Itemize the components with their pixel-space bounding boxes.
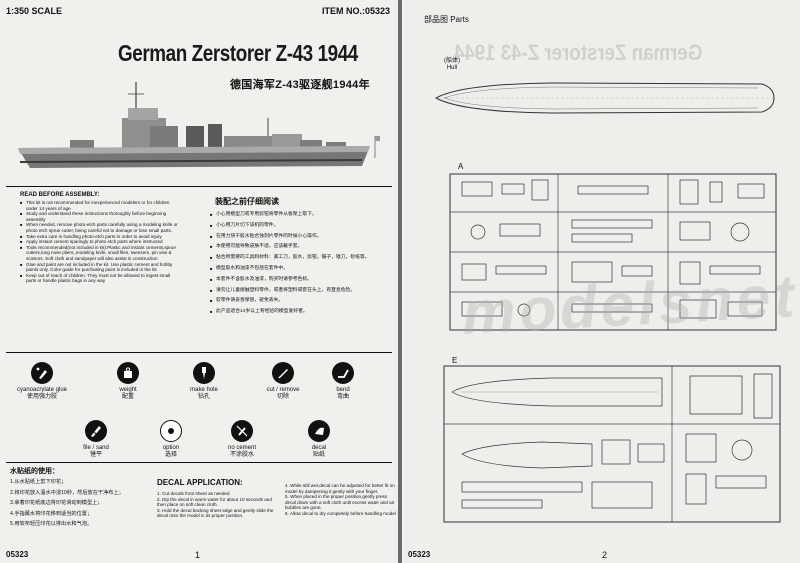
file-icon [85, 420, 107, 442]
divider-bottom [6, 462, 392, 463]
legend-label: decal [311, 445, 327, 451]
decal-step: 1. Cut decals from sheet as needed [157, 491, 230, 496]
read-before-heading: READ BEFORE ASSEMBLY: [20, 192, 100, 198]
sprue-a-drawing [449, 173, 777, 331]
divider-top [6, 186, 392, 187]
legend-label-cn: 锉平 [89, 452, 102, 458]
decal-step-cn: 2.将印花放入温水中浸10秒，然后放在干净布上； [10, 489, 124, 496]
glue-icon [31, 362, 53, 384]
hull-label-en: Hull [446, 65, 458, 71]
sprue-e-drawing [443, 365, 781, 523]
decal-heading-cn: 水贴纸的使用： [10, 468, 59, 475]
decal-step-cn: 1.从水贴纸上剪下印花； [10, 479, 67, 485]
legend-label: weight [119, 387, 137, 393]
divider-mid [6, 352, 392, 353]
note-cn: 模型胶水和油漆不包括在套件中。 [210, 264, 370, 275]
footer-item-code: 05323 [408, 550, 431, 559]
drill-icon [193, 362, 215, 384]
kit-title-cn: 德国海军Z-43驱逐舰1944年 [230, 79, 370, 91]
note-en: This kit is not recommended for inexperi… [20, 200, 180, 211]
hull-label: (船体) Hull [444, 58, 460, 72]
note-cn: 粘合所需要的工具和材料：美工刀，胶水，剪钳，镊子，锉刀，砂纸等。 [210, 253, 370, 264]
legend-glue: cyanoacrylate glue 使用强力胶 [2, 362, 82, 401]
legend-label: cut / remove [266, 387, 300, 393]
page-number: 2 [602, 550, 608, 560]
sprue-a-label: A [458, 162, 464, 171]
knife-icon [272, 362, 294, 384]
note-en: Glue and paint are not included in the k… [20, 262, 180, 273]
instruction-page-2: 部品图 Parts German Zerstorer Z-43 1944 (船体… [402, 0, 800, 563]
note-en: Apply instant cement sparingly to photo … [20, 239, 180, 245]
note-en: When needed, remove photo-etch parts car… [20, 222, 180, 233]
legend-label-cn: 配重 [121, 394, 134, 400]
decal-steps-continued: 4. While still wet,decal can be adjusted… [285, 483, 397, 517]
legend-weight: weight 配重 [88, 362, 168, 401]
legend-cut: cut / remove 切除 [243, 362, 323, 401]
weight-icon [117, 362, 139, 384]
legend-label-cn: 钻孔 [197, 394, 210, 400]
note-cn: 本套件不含胶水及油漆，购买时请参考色标。 [210, 275, 370, 286]
legend-no-cement: no cement 不涂胶水 [202, 420, 282, 459]
note-cn: 此产品适合14岁以上有经验的模型爱好者。 [210, 307, 370, 318]
note-cn: 小心用刀片切下该机的零件。 [210, 221, 370, 232]
decal-step: 4. While still wet,decal can be adjusted… [285, 483, 395, 494]
note-en: Study and understand these instructions … [20, 211, 180, 222]
decal-step: 6. Allow decal to dry completely before … [285, 510, 396, 516]
hull-label-cn: (船体) [444, 58, 460, 64]
legend-label-cn: 贴纸 [312, 452, 325, 458]
decal-step-cn: 4.手指蘸水将印花移到适当的位置； [10, 510, 93, 517]
decal-step: 3. Hold the decal backing sheet edge and… [157, 507, 274, 519]
legend-make-hole: make hole 钻孔 [164, 362, 244, 401]
hull-part-drawing [434, 82, 775, 114]
decal-heading: DECAL APPLICATION: [157, 478, 243, 487]
note-cn: 本使用可能导致皮肤不适，应该戴手套。 [210, 242, 370, 253]
legend-label-cn: 使用强力胶 [26, 394, 57, 400]
footer-item-code: 05323 [6, 550, 29, 559]
note-cn: 请勿让儿童接触塑料零件，或者将塑料袋套在头上，有窒息危险。 [210, 286, 370, 297]
legend-bend: bend 弯曲 [303, 362, 383, 401]
read-before-heading-cn: 装配之前仔细阅读 [215, 197, 279, 206]
bleed-through-title: German Zerstorer Z-43 1944 [453, 40, 703, 65]
legend-label: no cement [227, 445, 257, 451]
legend-label: cyanoacrylate glue [16, 387, 68, 393]
decal-step-cn: 5.用软布轻压印花以排出水和气泡。 [10, 521, 93, 527]
ship-illustration [18, 82, 380, 168]
legend-decal: decal 贴纸 [279, 420, 359, 459]
item-number: ITEM NO.:05323 [321, 6, 390, 16]
note-en: Take extra care in handling photo-etch p… [20, 234, 180, 240]
note-en: Tools recommended(not included in kit):P… [20, 245, 180, 262]
note-cn: 在用力快干胶水粘合蚀刻片零件的时候小心操作。 [210, 232, 370, 243]
scale-label: 1:350 SCALE [6, 6, 63, 16]
bend-icon [332, 362, 354, 384]
decal-step: 5. When placed in the proper position,ge… [285, 494, 395, 511]
no-cement-icon [231, 420, 253, 442]
note-cn: 小心用模型刀或专用剪钳将零件从板架上取下。 [210, 210, 370, 221]
decal-step: 2. Dip the decal in warm water for about… [157, 496, 272, 508]
instruction-page-1: 1:350 SCALE ITEM NO.:05323 German Zersto… [0, 0, 398, 563]
kit-title: German Zerstorer Z-43 1944 [118, 40, 358, 66]
assembly-notes-en: This kit is not recommended for inexperi… [20, 200, 180, 284]
page-number: 1 [195, 550, 201, 560]
assembly-notes-cn: 小心用模型刀或专用剪钳将零件从板架上取下。 小心用刀片切下该机的零件。 在用力快… [210, 210, 370, 318]
decal-steps-cn: 1.从水贴纸上剪下印花； 2.将印花放入温水中浸10秒，然后放在干净布上； 3.… [10, 477, 140, 530]
decal-step-cn: 3.拿着印花纸底边将印花滑动到模型上； [10, 500, 103, 506]
legend-label-cn: 切除 [276, 394, 289, 400]
legend-label: option [162, 445, 180, 451]
legend-label: make hole [190, 387, 218, 393]
option-icon [160, 420, 182, 442]
note-en: Keep out of reach of children. They must… [20, 273, 180, 284]
parts-heading: 部品图 Parts [424, 15, 469, 24]
sprue-e-label: E [452, 356, 458, 365]
legend-option: option 选择 [131, 420, 211, 459]
legend-label-cn: 弯曲 [336, 394, 349, 400]
legend-label: bend [336, 387, 350, 393]
legend-label-cn: 选择 [164, 452, 177, 458]
decal-icon [308, 420, 330, 442]
legend-label-cn: 不涂胶水 [229, 452, 254, 458]
decal-steps: 1. Cut decals from sheet as needed 2. Di… [157, 491, 282, 519]
legend-label: file / sand [83, 445, 109, 451]
legend-file: file / sand 锉平 [56, 420, 136, 459]
note-cn: 软零件请妥善保管，避免丢失。 [210, 296, 370, 307]
